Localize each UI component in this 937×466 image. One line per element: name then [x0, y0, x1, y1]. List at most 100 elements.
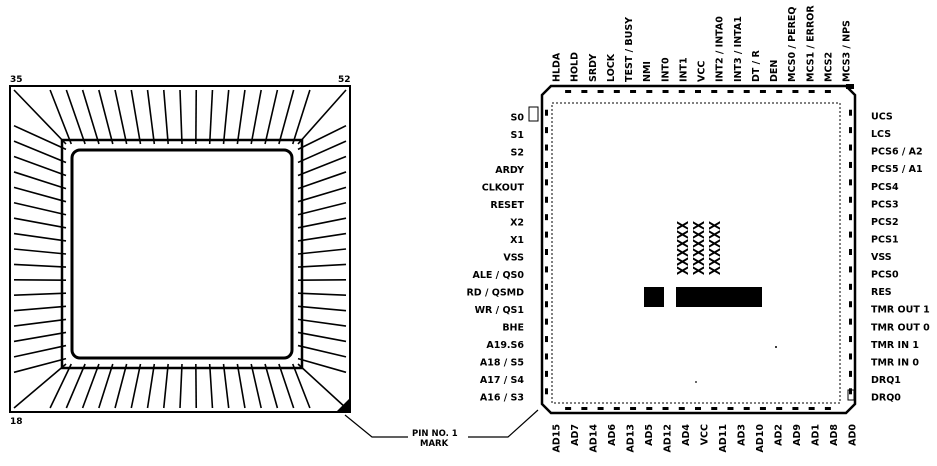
lead-line	[49, 363, 72, 409]
lead-line	[13, 171, 67, 190]
lead-line	[13, 217, 67, 229]
pad-tick-bottom	[776, 407, 783, 410]
lead-line	[264, 89, 279, 145]
pin-last-mark	[847, 389, 855, 401]
pad-tick-top	[581, 90, 588, 93]
lead-line	[81, 89, 100, 145]
pad-tick-right	[849, 388, 852, 395]
pad-tick-left	[545, 336, 548, 343]
pin-label-top-vcc: VCC	[697, 61, 708, 82]
pad-tick-top	[613, 90, 620, 93]
pad-tick-right	[849, 318, 852, 325]
pad-tick-top	[808, 90, 815, 93]
lead-line	[49, 89, 73, 145]
pad-tick-bottom	[711, 407, 718, 410]
pad-tick-right	[849, 353, 852, 360]
pin-label-left-x1: X1	[510, 235, 524, 246]
pad-tick-right	[849, 179, 852, 186]
right-package-die-area	[551, 102, 841, 404]
pad-tick-left	[545, 144, 548, 151]
pin-label-top-den: DEN	[769, 60, 780, 82]
pin-label-right-tmr-out-0: TMR OUT 0	[871, 322, 930, 333]
pin-label-bottom-ad11: AD11	[718, 424, 729, 452]
pin-label-bottom-ad0: AD0	[848, 424, 859, 446]
lead-line	[222, 89, 230, 145]
lead-line	[13, 232, 67, 242]
pin-label-left-a17-s4: A17 / S4	[480, 375, 524, 386]
pad-tick-bottom	[613, 407, 620, 410]
lead-line	[297, 331, 347, 343]
pin-label-left-rd-qsmd: RD / QSMD	[466, 288, 524, 299]
lead-line	[146, 363, 156, 409]
pin-label-bottom-ad5: AD5	[644, 424, 655, 446]
lead-line	[278, 89, 295, 145]
callout-leader-line-right	[468, 409, 539, 438]
left-package-inner-frame	[60, 138, 304, 370]
lead-line	[13, 89, 67, 145]
lead-line	[130, 89, 142, 145]
pad-tick-left	[545, 353, 548, 360]
pin-label-left-x2: X2	[510, 218, 524, 229]
lead-line	[297, 155, 347, 177]
lead-line	[13, 201, 67, 216]
lead-line	[297, 201, 347, 216]
pad-tick-left	[545, 109, 548, 116]
pad-tick-right	[849, 109, 852, 116]
pad-tick-bottom	[630, 407, 637, 410]
corner-number-bottom-left: 18	[10, 417, 23, 427]
pin-label-left-ale-qs0: ALE / QS0	[472, 270, 524, 281]
lead-line	[297, 292, 347, 297]
lead-line	[162, 363, 169, 409]
lead-line	[208, 89, 214, 145]
pin-label-right-pcs1: PCS1	[871, 234, 899, 245]
lead-line	[81, 363, 100, 409]
lead-line	[297, 232, 347, 242]
pad-tick-left	[545, 231, 548, 238]
pin-label-right-tmr-in-0: TMR IN 0	[871, 357, 919, 368]
lead-line	[13, 363, 67, 409]
pin-label-bottom-ad7: AD7	[570, 424, 581, 446]
pin-label-right-tmr-in-1: TMR IN 1	[871, 340, 919, 351]
pin-label-right-pcs4: PCS4	[871, 182, 899, 193]
lead-line	[297, 344, 347, 358]
pin-label-bottom-vcc: VCC	[700, 424, 711, 445]
pin-label-right-vss: VSS	[871, 252, 892, 263]
left-package-die-cavity	[70, 148, 294, 360]
pad-tick-bottom	[597, 407, 604, 410]
pin-label-bottom-ad6: AD6	[607, 424, 618, 446]
pin-label-top-nmi: NMI	[642, 61, 653, 82]
lead-line	[13, 331, 67, 343]
lead-line	[250, 89, 262, 145]
pad-tick-top	[646, 90, 653, 93]
pin-label-top-int0: INT0	[660, 57, 671, 82]
pad-tick-top	[792, 90, 799, 93]
pin-label-left-a16-s3: A16 / S3	[480, 393, 524, 404]
pad-tick-bottom	[792, 407, 799, 410]
pin-label-bottom-ad4: AD4	[681, 424, 692, 446]
lead-line	[130, 363, 142, 409]
pin-label-left-s0: S0	[511, 113, 525, 124]
lead-line	[114, 89, 128, 145]
pin-label-top-mcs2: MCS2	[823, 52, 834, 82]
pad-tick-bottom	[581, 407, 588, 410]
lead-line	[13, 248, 67, 255]
pad-tick-bottom	[678, 407, 685, 410]
left-package-leads	[13, 89, 347, 409]
pad-tick-right	[849, 249, 852, 255]
pin-label-right-pcs6-a2: PCS6 / A2	[871, 147, 923, 158]
lead-line	[297, 263, 347, 268]
pad-tick-right	[849, 266, 852, 273]
pad-tick-right	[849, 161, 852, 168]
pin-label-right-lcs: LCS	[871, 129, 891, 140]
pad-tick-bottom	[743, 407, 750, 410]
pad-tick-left	[545, 179, 548, 186]
pin-label-bottom-ad12: AD12	[663, 424, 674, 452]
pad-tick-left	[545, 249, 548, 255]
lead-line	[291, 89, 311, 145]
pin-label-right-tmr-out-1: TMR OUT 1	[871, 305, 930, 316]
pin-one-indicator-box	[528, 106, 539, 122]
pad-tick-right	[849, 231, 852, 238]
lead-line	[236, 89, 246, 145]
